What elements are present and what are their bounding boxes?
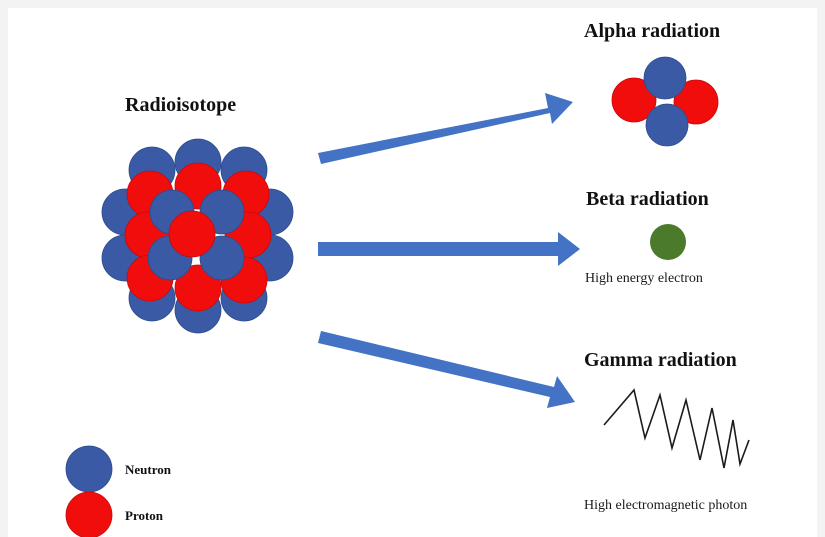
gamma-caption: High electromagnetic photon	[584, 498, 747, 514]
alpha-particle	[612, 57, 718, 146]
legend-neutron-label: Neutron	[125, 462, 171, 478]
gamma-wave	[604, 390, 749, 468]
arrow-to-alpha	[318, 93, 573, 164]
arrow-to-beta	[318, 232, 580, 266]
radioisotope-title: Radioisotope	[125, 94, 236, 117]
beta-title: Beta radiation	[586, 188, 709, 211]
legend-proton-swatch	[66, 492, 112, 537]
neutron-particle	[644, 57, 686, 99]
legend-proton-label: Proton	[125, 508, 163, 524]
legend-neutron-swatch	[66, 446, 112, 492]
beta-caption: High energy electron	[585, 271, 703, 287]
alpha-title: Alpha radiation	[584, 20, 720, 43]
neutron-particle	[646, 104, 688, 146]
proton-particle	[169, 211, 215, 257]
arrow-to-gamma	[318, 331, 575, 408]
gamma-title: Gamma radiation	[584, 349, 737, 372]
radioisotope-nucleus	[102, 139, 293, 333]
electron-particle	[650, 224, 686, 260]
